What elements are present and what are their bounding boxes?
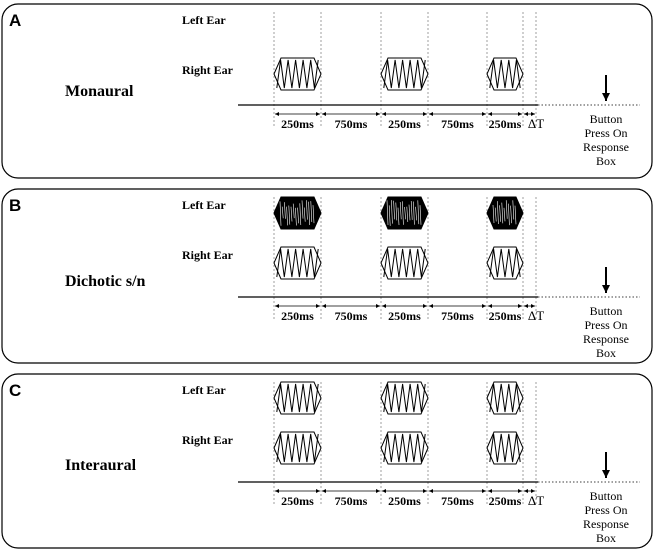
left-ear-tone-3-wave: [489, 383, 521, 413]
right-ear-label: Right Ear: [182, 433, 234, 447]
panel-frame: [1, 3, 653, 179]
interval-label: 250ms: [281, 117, 314, 131]
interval-label: 750ms: [441, 117, 474, 131]
delta-t-label: ΔT: [528, 308, 544, 323]
right-ear-tone-1-wave: [276, 248, 319, 278]
delta-t-label: ΔT: [528, 493, 544, 508]
interval-label: 250ms: [489, 117, 522, 131]
button-press-line: Press On: [584, 126, 627, 140]
right-ear-label: Right Ear: [182, 248, 234, 262]
button-press-line: Press On: [584, 318, 627, 332]
delta-t-label: ΔT: [528, 116, 544, 131]
right-ear-tone-3: [486, 431, 524, 465]
right-ear-tone-3-wave: [489, 248, 521, 278]
condition-label: Interaural: [65, 457, 137, 474]
button-press-line: Response: [583, 517, 629, 531]
panel-letter: C: [9, 381, 21, 400]
right-ear-tone-2-wave: [383, 59, 426, 89]
panel-letter: B: [9, 196, 21, 215]
right-ear-tone-2-wave: [383, 248, 426, 278]
right-ear-tone-3: [486, 57, 524, 91]
interval-label: 250ms: [281, 494, 314, 508]
button-press-line: Press On: [584, 503, 627, 517]
panel-frame: [1, 188, 653, 364]
right-ear-tone-1-wave: [276, 433, 319, 463]
interval-label: 750ms: [335, 309, 368, 323]
interval-label: 750ms: [335, 117, 368, 131]
button-press-line: Button: [590, 112, 623, 126]
button-press-line: Response: [583, 140, 629, 154]
button-press-line: Box: [596, 346, 616, 360]
left-ear-tone-2-wave: [383, 383, 426, 413]
left-ear-tone-3: [486, 381, 524, 415]
left-ear-noise-2: [380, 196, 429, 230]
left-ear-noise-3-texture: [492, 200, 517, 226]
condition-label: Dichotic s/n: [65, 273, 146, 290]
interval-label: 750ms: [441, 494, 474, 508]
right-ear-tone-3-wave: [489, 433, 521, 463]
button-press-line: Box: [596, 531, 616, 545]
right-ear-tone-1-wave: [276, 59, 319, 89]
button-press-line: Button: [590, 489, 623, 503]
interval-label: 750ms: [335, 494, 368, 508]
button-press-line: Button: [590, 304, 623, 318]
interval-label: 250ms: [281, 309, 314, 323]
right-ear-tone-3-wave: [489, 59, 521, 89]
left-ear-label: Left Ear: [182, 383, 226, 397]
interval-label: 750ms: [441, 309, 474, 323]
left-ear-noise-1-texture: [279, 200, 315, 226]
button-press-line: Box: [596, 154, 616, 168]
left-ear-noise-2-texture: [386, 200, 422, 226]
right-ear-tone-3: [486, 246, 524, 280]
right-ear-label: Right Ear: [182, 63, 234, 77]
right-ear-tone-2-wave: [383, 433, 426, 463]
interval-label: 250ms: [489, 309, 522, 323]
condition-label: Monaural: [65, 83, 134, 100]
interval-label: 250ms: [388, 494, 421, 508]
left-ear-label: Left Ear: [182, 13, 226, 27]
button-press-line: Response: [583, 332, 629, 346]
interval-label: 250ms: [388, 309, 421, 323]
panel-frame: [1, 373, 653, 549]
left-ear-label: Left Ear: [182, 198, 226, 212]
interval-label: 250ms: [489, 494, 522, 508]
left-ear-tone-1-wave: [276, 383, 319, 413]
interval-label: 250ms: [388, 117, 421, 131]
left-ear-noise-3: [486, 196, 524, 230]
panel-letter: A: [9, 11, 21, 30]
